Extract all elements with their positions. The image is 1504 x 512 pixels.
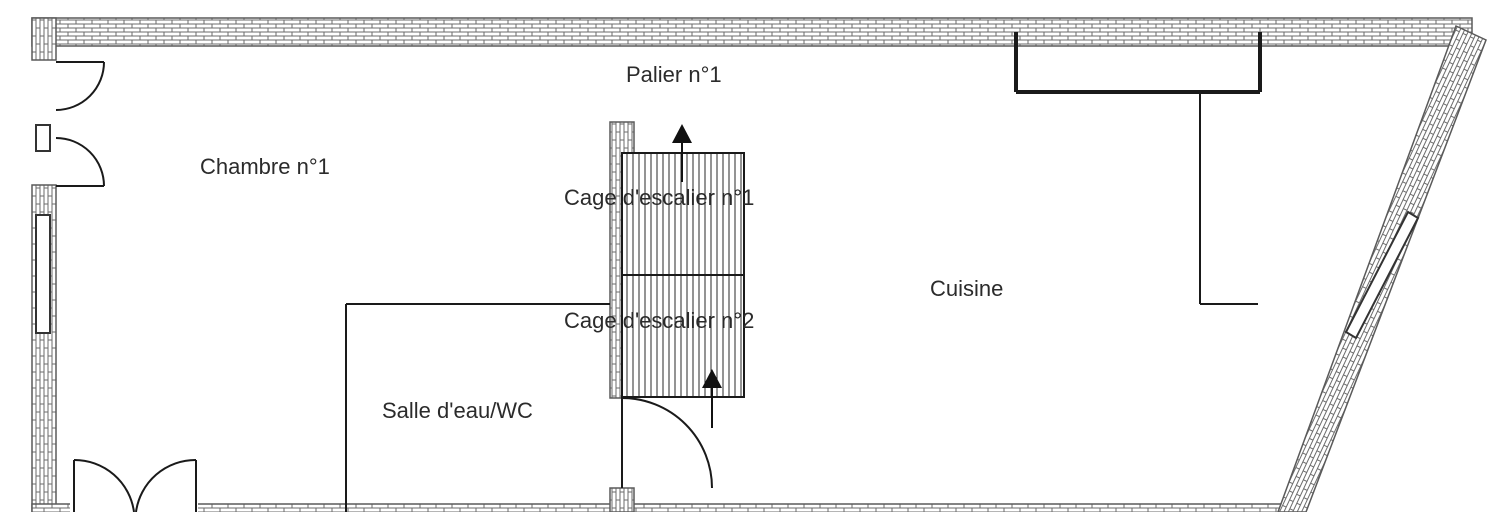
kitchen-counter xyxy=(1014,32,1262,94)
arrow-up-upper xyxy=(672,124,692,182)
kitchen-partition xyxy=(1199,92,1258,305)
label-landing: Palier n°1 xyxy=(626,62,722,87)
bathroom-partition xyxy=(345,303,610,512)
wall-stair-bottom xyxy=(609,487,635,512)
wall-top xyxy=(31,17,1473,47)
stairs-lower xyxy=(621,274,745,398)
wall-left-upper xyxy=(31,17,57,61)
bathroom-door xyxy=(621,397,713,489)
label-bathroom: Salle d'eau/WC xyxy=(382,398,533,423)
door-left xyxy=(35,61,105,187)
label-stairwell-2: Cage d'escalier n°2 xyxy=(564,308,754,333)
door-bottom-left xyxy=(70,458,198,512)
window-right xyxy=(1344,210,1420,340)
label-bedroom: Chambre n°1 xyxy=(200,154,330,179)
window-left xyxy=(35,214,51,334)
arrow-up-lower xyxy=(702,369,722,428)
label-kitchen: Cuisine xyxy=(930,276,1003,301)
wall-bottom xyxy=(31,503,1301,512)
label-stairwell-1: Cage d'escalier n°1 xyxy=(564,185,754,210)
